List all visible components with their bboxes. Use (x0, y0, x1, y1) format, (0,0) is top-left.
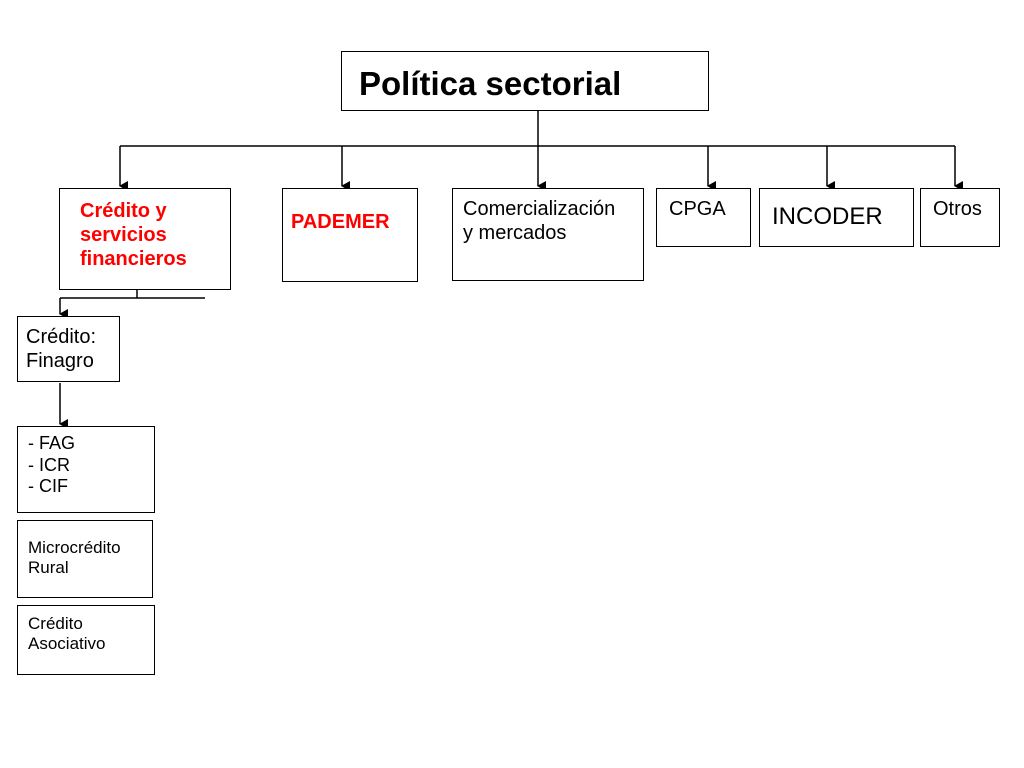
credito-label: Crédito y servicios financieros (80, 200, 187, 270)
root-title: Política sectorial (359, 65, 622, 102)
microcredito-label: Microcrédito Rural (28, 538, 121, 578)
asociativo-box: Crédito Asociativo (17, 605, 155, 675)
incoder-label: INCODER (772, 203, 883, 230)
programs-box: - FAG - ICR - CIF (17, 426, 155, 513)
root-box: Política sectorial (341, 51, 709, 111)
comercializacion-box: Comercialización y mercados (452, 188, 644, 281)
pademer-label: PADEMER (291, 211, 390, 233)
credito-box: Crédito y servicios financieros (59, 188, 231, 290)
otros-box: Otros (920, 188, 1000, 247)
comercializacion-label: Comercialización y mercados (463, 198, 616, 244)
incoder-box: INCODER (759, 188, 914, 247)
cpga-box: CPGA (656, 188, 751, 247)
otros-label: Otros (933, 198, 982, 220)
finagro-label: Crédito: Finagro (26, 326, 97, 372)
microcredito-box: Microcrédito Rural (17, 520, 153, 598)
cpga-label: CPGA (669, 198, 726, 220)
finagro-box: Crédito: Finagro (17, 316, 120, 382)
asociativo-label: Crédito Asociativo (28, 614, 106, 654)
pademer-box: PADEMER (282, 188, 418, 282)
programs-label: - FAG - ICR - CIF (28, 433, 76, 497)
